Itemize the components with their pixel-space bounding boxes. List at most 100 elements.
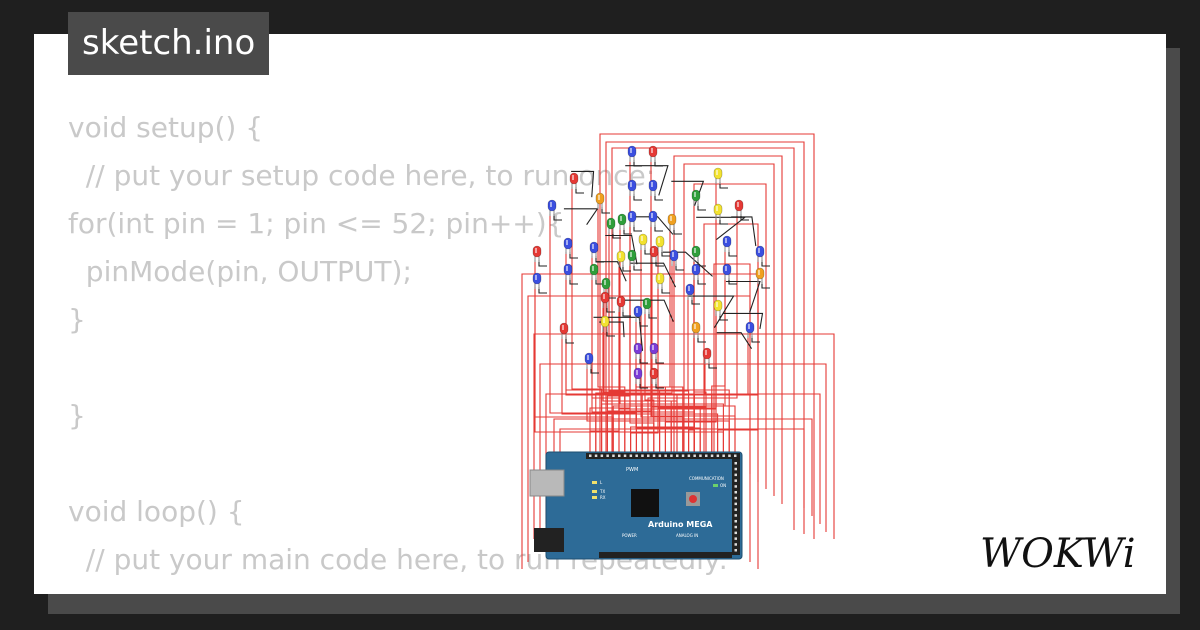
header-pin: [641, 454, 644, 457]
header-pin: [687, 454, 691, 457]
file-tab[interactable]: sketch.ino: [68, 12, 270, 75]
led: [648, 210, 658, 227]
header-pin: [647, 454, 650, 457]
ground-wire: [719, 218, 728, 225]
led: [745, 321, 755, 338]
ground-wire: [725, 280, 761, 313]
led: [691, 245, 701, 262]
led: [638, 233, 648, 250]
board-name: Arduino MEGA: [648, 520, 713, 529]
board-comm-label: COMMUNICATION: [689, 476, 724, 481]
ground-wire: [751, 336, 760, 343]
led: [734, 199, 744, 216]
header-pin: [734, 531, 737, 535]
led-layer: [532, 145, 765, 384]
header-pin: [734, 491, 737, 494]
right-header: [732, 459, 740, 555]
led: [713, 167, 723, 184]
header-pin: [693, 454, 696, 457]
ground-wire: [675, 264, 684, 271]
ground-wire: [569, 278, 578, 285]
led: [685, 283, 695, 300]
header-pin: [606, 454, 609, 457]
led-rx: [592, 496, 597, 499]
header-pin: [734, 508, 737, 511]
header-pin: [594, 454, 598, 457]
header-pin: [664, 454, 667, 457]
ground-wire: [716, 332, 753, 349]
led: [627, 145, 637, 162]
header-pin: [705, 454, 708, 457]
led: [633, 342, 643, 359]
header-pin: [681, 454, 685, 457]
ground-wire: [623, 228, 632, 235]
code-line: }: [68, 399, 86, 432]
led: [595, 192, 605, 209]
led: [642, 297, 652, 314]
board-power-label: POWER: [622, 533, 637, 538]
board-on-label: ON: [720, 483, 726, 488]
wire: [713, 263, 751, 474]
ground-wire: [673, 228, 682, 235]
led: [606, 217, 616, 234]
ground-wire: [661, 287, 670, 294]
header-pin: [734, 549, 737, 552]
led-tx: [592, 490, 597, 493]
led: [691, 321, 701, 338]
board-l-label: L: [600, 480, 603, 485]
led: [532, 272, 542, 289]
ground-wire: [633, 225, 642, 232]
ground-wire: [654, 160, 663, 167]
led: [633, 305, 643, 322]
bottom-header: [599, 552, 732, 558]
ground-wire: [624, 299, 674, 322]
led: [601, 277, 611, 294]
header-pin: [734, 467, 737, 471]
code-line: // put your setup code here, to run once…: [68, 159, 656, 192]
circuit-diagram: L TX RX ON PWM COMMUNICATION POWER ANALO…: [521, 133, 835, 569]
led: [755, 267, 765, 284]
led-l: [592, 481, 597, 484]
ground-wire: [565, 337, 574, 344]
wokwi-logo-text: WOKWi: [980, 531, 1136, 577]
header-pin: [629, 454, 633, 457]
ground-wire: [731, 216, 757, 247]
usb-port: [529, 469, 565, 497]
led: [722, 235, 732, 252]
led: [569, 172, 579, 189]
led: [600, 315, 610, 332]
code-line: }: [68, 303, 86, 336]
led: [616, 295, 626, 312]
led: [713, 299, 723, 316]
header-pin: [734, 543, 737, 546]
ground-wire: [687, 295, 735, 328]
code-line: pinMode(pin, OUTPUT);: [68, 255, 412, 288]
led: [691, 263, 701, 280]
ground-wire: [691, 298, 700, 305]
wire: [611, 147, 795, 530]
wire: [673, 155, 783, 504]
led: [648, 145, 658, 162]
ground-wire: [606, 306, 615, 313]
led: [627, 210, 637, 227]
preview-card: void setup() { // put your setup code he…: [34, 34, 1166, 594]
header-pin: [734, 473, 737, 477]
led: [655, 272, 665, 289]
chip: [631, 489, 659, 517]
header-pin: [734, 496, 737, 500]
ground-wire: [630, 262, 677, 288]
code-preview: void setup() { // put your setup code he…: [68, 104, 728, 594]
ground-wire: [563, 208, 599, 226]
ground-wire: [630, 216, 674, 235]
header-pin: [623, 454, 627, 457]
header-pin: [734, 485, 737, 488]
led: [559, 322, 569, 339]
header-pin: [728, 454, 731, 457]
header-pin: [589, 454, 592, 457]
ground-wire: [571, 170, 595, 198]
power-jack: [534, 528, 564, 552]
header-pin: [652, 454, 656, 457]
led: [532, 245, 542, 262]
board-pwm-label: PWM: [626, 467, 638, 473]
led: [691, 189, 701, 206]
